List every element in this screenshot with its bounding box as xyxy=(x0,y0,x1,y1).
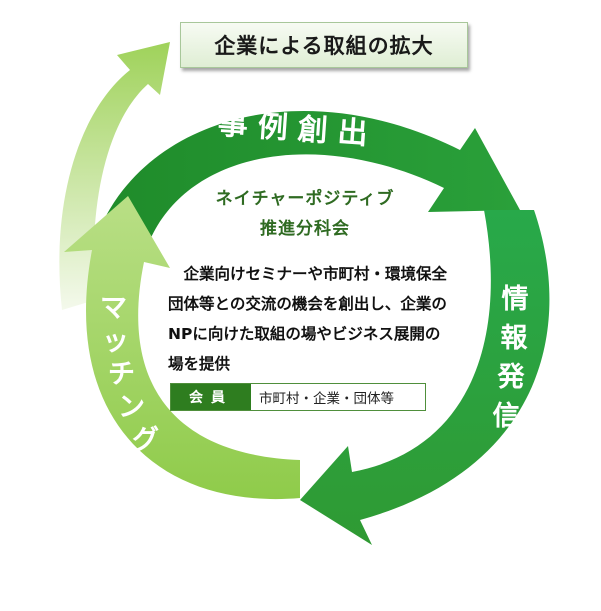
member-value: 市町村・企業・団体等 xyxy=(259,391,394,407)
left-char-3: チ xyxy=(108,359,135,390)
left-char-4: ン xyxy=(118,391,145,424)
left-char-1: マ xyxy=(100,293,127,324)
description-line-4: 場を提供 xyxy=(168,355,231,373)
right-arrow-label: 情 報 発 信 xyxy=(493,280,530,436)
center-heading-2: 推進分科会 xyxy=(260,219,350,239)
member-box: 会員 市町村・企業・団体等 xyxy=(170,383,426,411)
left-arrow-label: マ ッ チ ン グ xyxy=(92,292,159,457)
top-arc-arrow xyxy=(96,111,520,240)
center-description: 企業向けセミナーや市町村・環境保全 団体等との交流の機会を創出し、企業の NPに… xyxy=(168,259,488,379)
description-line-1: 企業向けセミナーや市町村・環境保全 xyxy=(168,265,448,283)
center-heading-1: ネイチャーポジティブ xyxy=(215,189,395,209)
description-line-2: 団体等との交流の機会を創出し、企業の xyxy=(168,295,447,313)
right-arc-arrow xyxy=(300,210,550,545)
member-label: 会員 xyxy=(171,384,251,410)
description-line-3: NPに向けた取組の場やビジネス展開の xyxy=(168,325,441,343)
title-box: 企業による取組の拡大 xyxy=(180,22,468,68)
right-char-2: 報 xyxy=(500,323,528,354)
right-char-1: 情 xyxy=(501,284,529,315)
title-text: 企業による取組の拡大 xyxy=(214,34,434,58)
left-char-2: ッ xyxy=(102,326,129,357)
left-arc-arrow xyxy=(64,196,300,500)
right-char-3: 発 xyxy=(497,362,525,393)
right-char-4: 信 xyxy=(492,401,520,432)
